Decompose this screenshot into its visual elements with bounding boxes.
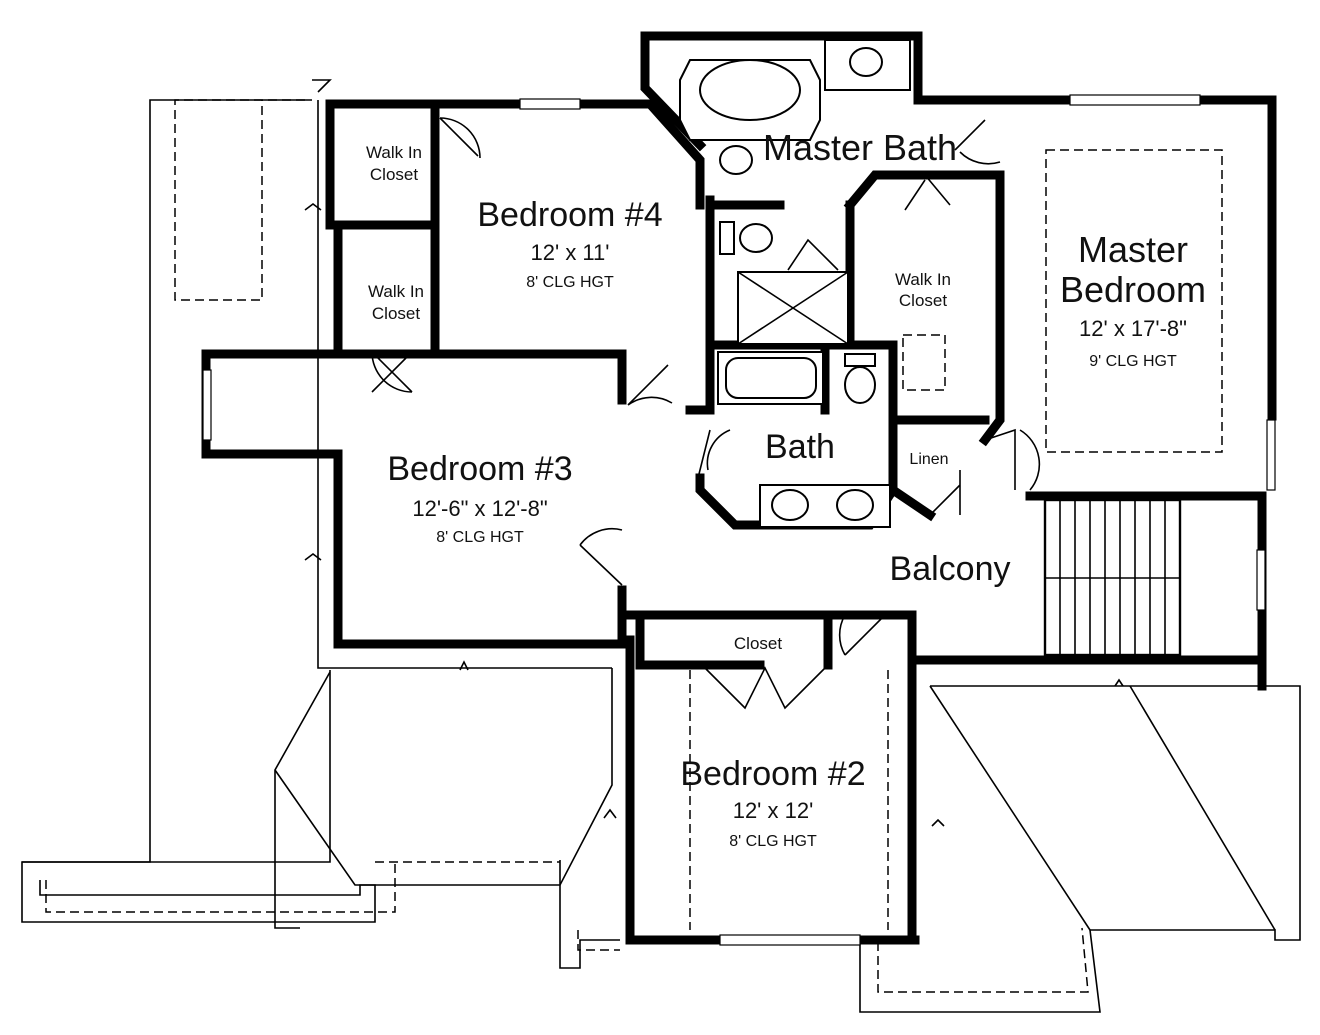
- walk-in-closet-upper-line1: Walk In: [366, 143, 422, 162]
- roof-outlines: [21, 79, 1301, 1013]
- bedroom4-label: Bedroom #4: [477, 196, 662, 234]
- bath-fixtures: [679, 39, 911, 528]
- doors: [371, 117, 1041, 710]
- linen-label: Linen: [909, 451, 948, 468]
- balcony-label: Balcony: [890, 550, 1011, 588]
- dashed-outlines: [45, 99, 1223, 993]
- master-bath-label: Master Bath: [763, 127, 957, 168]
- closet-label: Closet: [734, 634, 782, 653]
- bedroom2-ceiling: 8' CLG HGT: [729, 833, 817, 850]
- room-labels: Master Bath Master Bedroom 12' x 17'-8" …: [366, 127, 1206, 850]
- walk-in-closet-master-line1: Walk In: [895, 270, 951, 289]
- walk-in-closet-master-line2: Closet: [899, 291, 947, 310]
- bedroom4-ceiling: 8' CLG HGT: [526, 274, 614, 291]
- bedroom3-label: Bedroom #3: [387, 450, 572, 488]
- master-bedroom-label-line1: Master: [1078, 229, 1188, 270]
- windows: [202, 94, 1276, 946]
- master-bedroom-ceiling: 9' CLG HGT: [1089, 353, 1177, 370]
- walk-in-closet-upper-line2: Closet: [370, 165, 418, 184]
- bath-label: Bath: [765, 428, 835, 466]
- bedroom3-ceiling: 8' CLG HGT: [436, 529, 524, 546]
- bedroom3-size: 12'-6" x 12'-8": [412, 496, 547, 521]
- walk-in-closet-lower-line2: Closet: [372, 304, 420, 323]
- stairs: [1043, 498, 1182, 657]
- bedroom4-size: 12' x 11': [531, 240, 610, 265]
- master-bedroom-size: 12' x 17'-8": [1079, 316, 1187, 341]
- bedroom2-size: 12' x 12': [733, 798, 814, 823]
- master-bedroom-label-line2: Bedroom: [1060, 269, 1206, 310]
- bedroom2-label: Bedroom #2: [680, 755, 865, 793]
- walk-in-closet-lower-line1: Walk In: [368, 282, 424, 301]
